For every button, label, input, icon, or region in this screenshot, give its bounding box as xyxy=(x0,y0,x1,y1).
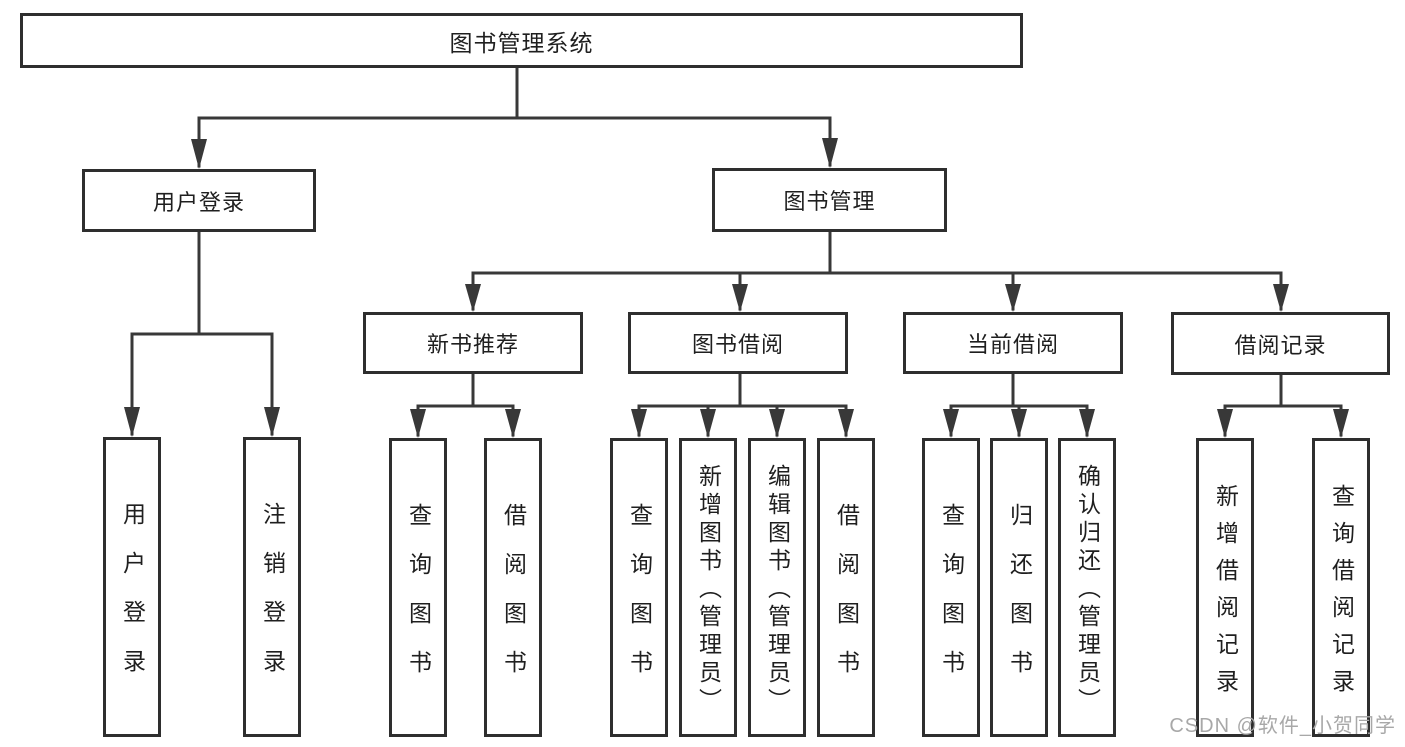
leaf-borrow-books-recommend: 借阅图书 xyxy=(484,438,542,737)
node-label: 查询图书 xyxy=(626,502,653,699)
node-label: 图书管理系统 xyxy=(449,29,594,56)
node-label: 当前借阅 xyxy=(966,332,1059,357)
leaf-query-books-borrowing: 查询图书 xyxy=(610,438,668,737)
node-label: 查询图书 xyxy=(938,502,965,699)
leaf-query-books-current: 查询图书 xyxy=(922,438,980,737)
node-label: 查询图书 xyxy=(405,502,432,699)
node-label: 图书借阅 xyxy=(691,332,784,357)
node-user-login: 用户登录 xyxy=(82,169,316,232)
leaf-logout: 注销登录 xyxy=(243,437,301,737)
node-label: 借阅图书 xyxy=(833,502,860,699)
leaf-add-borrow-record: 新增借阅记录 xyxy=(1196,438,1254,737)
node-label: 新书推荐 xyxy=(426,332,519,357)
node-new-book-recommendation: 新书推荐 xyxy=(363,312,583,374)
node-label: 查询借阅记录 xyxy=(1328,483,1355,706)
leaf-confirm-return-admin: 确认归还（管理员） xyxy=(1058,438,1116,737)
node-label: 借阅图书 xyxy=(500,502,527,699)
node-borrowing-records: 借阅记录 xyxy=(1171,312,1390,375)
leaf-borrow-books-borrowing: 借阅图书 xyxy=(817,438,875,737)
node-label: 编辑图书（管理员） xyxy=(764,464,791,716)
leaf-edit-book-admin: 编辑图书（管理员） xyxy=(748,438,806,737)
node-book-management: 图书管理 xyxy=(712,168,947,232)
node-current-borrowing: 当前借阅 xyxy=(903,312,1123,374)
node-label: 归还图书 xyxy=(1006,502,1033,699)
leaf-user-login: 用户登录 xyxy=(103,437,161,737)
node-label: 新增图书（管理员） xyxy=(695,464,722,716)
node-label: 用户登录 xyxy=(119,502,146,698)
node-book-borrowing: 图书借阅 xyxy=(628,312,848,374)
leaf-query-borrow-record: 查询借阅记录 xyxy=(1312,438,1370,737)
leaf-query-books-recommend: 查询图书 xyxy=(389,438,447,737)
node-library-management-system: 图书管理系统 xyxy=(20,13,1023,68)
node-label: 新增借阅记录 xyxy=(1212,483,1239,706)
node-label: 借阅记录 xyxy=(1234,332,1327,358)
node-label: 注销登录 xyxy=(259,502,286,698)
leaf-return-books: 归还图书 xyxy=(990,438,1048,737)
node-label: 图书管理 xyxy=(783,189,876,214)
node-label: 用户登录 xyxy=(152,189,245,215)
leaf-add-book-admin: 新增图书（管理员） xyxy=(679,438,737,737)
watermark-text: CSDN @软件_小贺同学 xyxy=(1169,715,1396,737)
node-label: 确认归还（管理员） xyxy=(1074,464,1101,716)
